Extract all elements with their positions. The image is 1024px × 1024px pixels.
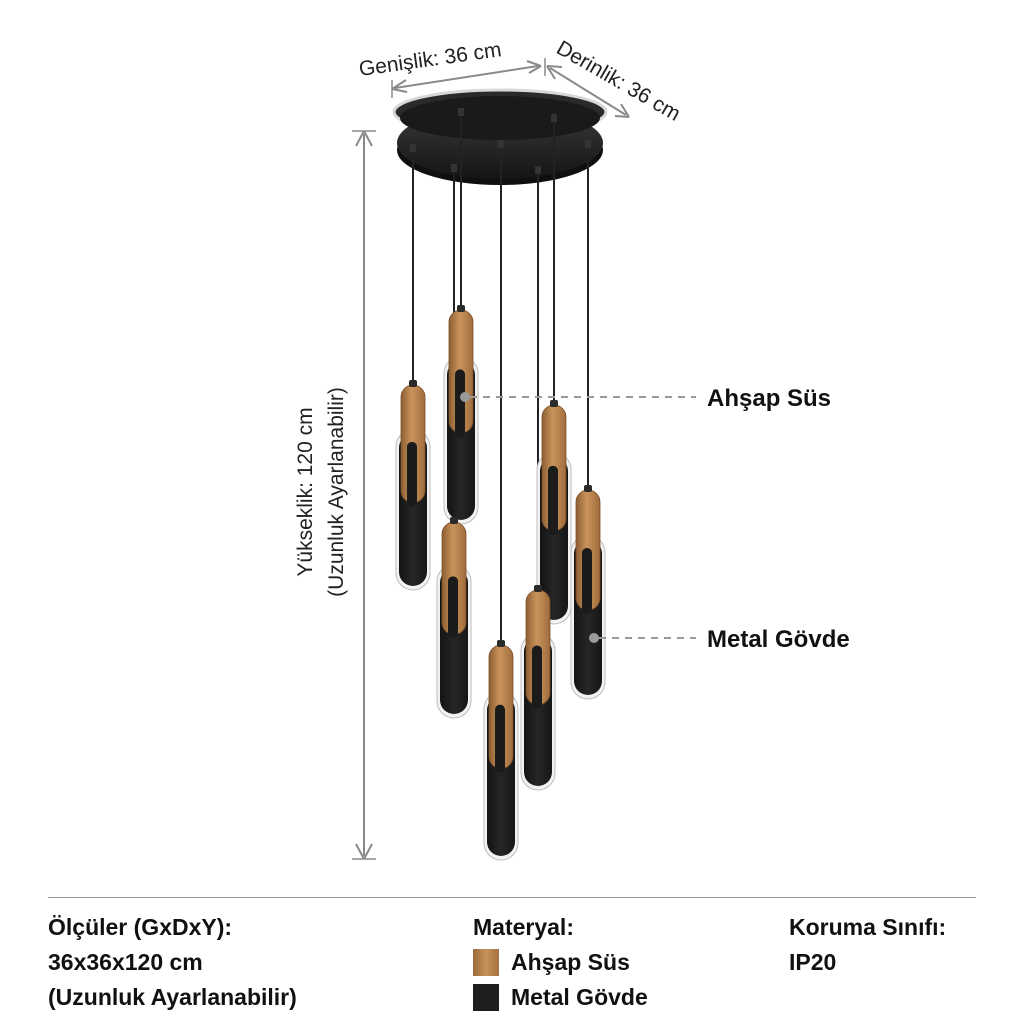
pendant-7 (570, 485, 606, 700)
height-note: (Uzunluk Ayarlanabilir) (325, 387, 348, 597)
metal-hook-6 (532, 645, 542, 709)
legend-wood: Ahşap Süs (473, 945, 648, 980)
metal-callout: Metal Gövde (589, 626, 850, 653)
cord-cap-1 (410, 144, 416, 152)
dimensions-title: Ölçüler (GxDxY): (48, 914, 233, 940)
material-spec: Materyal: Ahşap Süs Metal Gövde (473, 910, 648, 1015)
dimensions-spec: Ölçüler (GxDxY): 36x36x120 cm (Uzunluk A… (48, 910, 297, 1015)
height-label: Yükseklik: 120 cm (294, 407, 317, 576)
pendant-4 (483, 640, 519, 861)
wood-callout: Ahşap Süs (460, 385, 831, 412)
metal-hook-3 (448, 576, 458, 639)
pendant-6 (520, 585, 556, 791)
chandelier-diagram: Genişlik: 36 cm Derinlik: 36 cm Yüksekli… (294, 36, 850, 861)
legend-metal: Metal Gövde (473, 980, 648, 1015)
dimensions-value: 36x36x120 cm (48, 949, 203, 975)
metal-callout-dot (589, 633, 599, 643)
fixture-cap-6 (534, 585, 542, 592)
metal-hook-5 (548, 465, 558, 536)
wood-callout-label: Ahşap Süs (707, 385, 831, 412)
metal-hook-7 (582, 547, 592, 615)
fixture-cap-3 (450, 517, 458, 524)
fixture-cap-1 (409, 380, 417, 387)
cord-cap-5 (551, 114, 557, 122)
wood-swatch (473, 949, 499, 976)
legend-metal-label: Metal Gövde (511, 984, 648, 1010)
protection-title: Koruma Sınıfı: (789, 914, 947, 940)
metal-hook-1 (407, 441, 417, 507)
dimensions-note: (Uzunluk Ayarlanabilir) (48, 984, 297, 1010)
protection-value: IP20 (789, 949, 837, 975)
material-title: Materyal: (473, 914, 574, 940)
pendant-fixtures (395, 305, 606, 861)
metal-swatch (473, 984, 499, 1011)
metal-hook-4 (495, 704, 505, 773)
fixture-cap-4 (497, 640, 505, 647)
wood-callout-dot (460, 392, 470, 402)
divider (48, 897, 976, 898)
cord-cap-7 (585, 140, 591, 148)
metal-hook-2 (455, 369, 465, 438)
height-dimension: Yükseklik: 120 cm (Uzunluk Ayarlanabilir… (294, 130, 376, 860)
fixture-cap-2 (457, 305, 465, 312)
legend-wood-label: Ahşap Süs (511, 949, 630, 975)
protection-spec: Koruma Sınıfı: IP20 (789, 910, 946, 980)
metal-callout-label: Metal Gövde (707, 626, 850, 653)
pendant-3 (436, 517, 472, 719)
cord-cap-3 (451, 164, 457, 172)
pendant-5 (536, 400, 572, 625)
pendant-1 (395, 380, 431, 591)
pendant-2 (443, 305, 479, 525)
fixture-cap-7 (584, 485, 592, 492)
fixture-cap-5 (550, 400, 558, 407)
cord-cap-2 (458, 108, 464, 116)
cord-cap-4 (498, 140, 504, 148)
cord-cap-6 (535, 166, 541, 174)
